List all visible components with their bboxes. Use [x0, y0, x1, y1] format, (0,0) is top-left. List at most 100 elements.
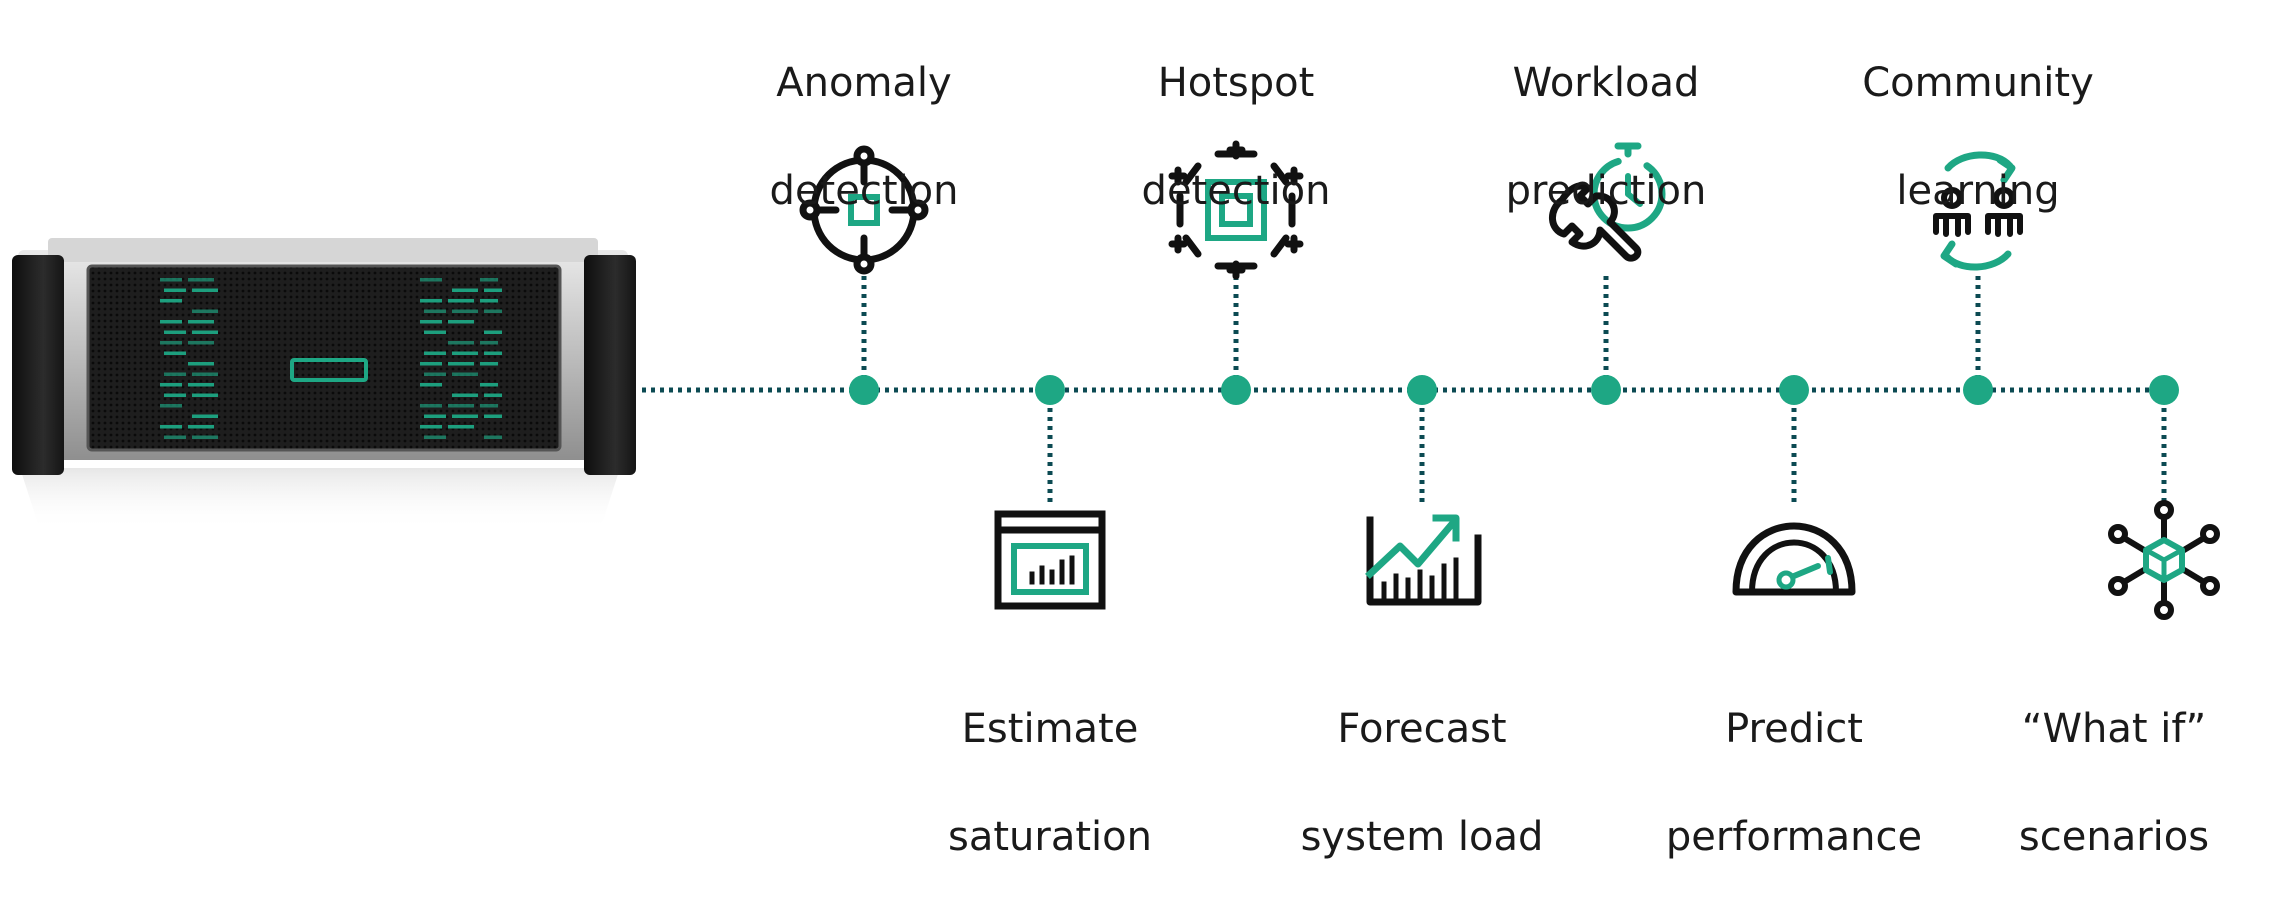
drive-led — [484, 393, 502, 397]
drive-led — [164, 288, 186, 292]
drive-led — [192, 393, 218, 397]
label-what-if-scenarios: “What if” scenarios — [1964, 648, 2264, 918]
drive-led — [452, 393, 478, 397]
device-left-ear — [12, 255, 64, 475]
drive-led — [192, 372, 218, 376]
label-line1: Predict — [1725, 706, 1863, 752]
label-anomaly-detection: Anomaly detection — [714, 2, 1014, 272]
drive-led — [160, 425, 182, 429]
drive-led — [452, 414, 478, 418]
drive-led — [192, 414, 218, 418]
drive-led — [164, 351, 186, 355]
device-right-ear — [584, 255, 636, 475]
drive-led — [484, 309, 502, 313]
drive-led — [424, 330, 446, 334]
device-reflection — [20, 468, 620, 530]
drive-led — [160, 320, 182, 324]
drive-led — [420, 362, 442, 366]
drive-led — [188, 341, 214, 345]
drive-led — [420, 278, 442, 282]
label-line1: Hotspot — [1157, 60, 1315, 106]
timeline-node — [1221, 375, 1251, 405]
brand-logo-bar — [290, 358, 368, 382]
label-line1: Forecast — [1337, 706, 1507, 752]
timeline-node — [1779, 375, 1809, 405]
drive-led — [164, 330, 186, 334]
drive-led — [420, 320, 442, 324]
drive-led — [192, 288, 218, 292]
timeline-nodes — [849, 375, 2179, 405]
storage-array-image — [12, 238, 636, 530]
drive-led — [448, 320, 474, 324]
drive-led — [188, 278, 214, 282]
timeline-node — [2149, 375, 2179, 405]
drive-led — [192, 330, 218, 334]
label-hotspot-detection: Hotspot detection — [1086, 2, 1386, 272]
timeline-node — [849, 375, 879, 405]
drive-led — [484, 435, 502, 439]
drive-led — [424, 372, 446, 376]
drive-led — [160, 404, 182, 408]
drive-led — [448, 425, 474, 429]
crosshair-icon — [799, 145, 929, 275]
drive-led — [448, 341, 474, 345]
drive-led — [480, 299, 498, 303]
label-line2: saturation — [948, 814, 1152, 860]
drive-led — [480, 404, 498, 408]
label-line1: “What if” — [2021, 706, 2207, 752]
timeline-node — [1407, 375, 1437, 405]
drive-led — [160, 278, 182, 282]
drive-led — [452, 372, 478, 376]
saturation-chart-icon — [994, 510, 1106, 610]
drive-led — [480, 341, 498, 345]
label-estimate-saturation: Estimate saturation — [900, 648, 1200, 918]
drive-led — [448, 362, 474, 366]
device-top-rail — [48, 238, 598, 262]
label-workload-prediction: Workload prediction — [1456, 2, 1756, 272]
drive-led — [420, 404, 442, 408]
drive-led — [164, 372, 186, 376]
timeline-connectors — [861, 276, 2167, 508]
drive-led — [484, 351, 502, 355]
gauge-icon — [1732, 522, 1856, 596]
drive-led — [480, 362, 498, 366]
drive-led — [452, 351, 478, 355]
wrench-stopwatch-icon — [1549, 142, 1666, 262]
drive-led-strips — [160, 278, 502, 439]
label-predict-performance: Predict performance — [1644, 648, 1944, 918]
drive-led — [480, 278, 498, 282]
label-line2: detection — [1141, 168, 1331, 214]
drive-led — [424, 351, 446, 355]
hotspot-chip-icon — [1168, 140, 1304, 280]
drive-led — [192, 435, 218, 439]
label-line2: detection — [769, 168, 959, 214]
drive-led — [160, 299, 182, 303]
label-forecast-system-load: Forecast system load — [1272, 648, 1572, 918]
label-line2: performance — [1665, 814, 1923, 860]
drive-led — [420, 425, 442, 429]
drive-led — [480, 383, 498, 387]
drive-led — [452, 288, 478, 292]
drive-led — [448, 299, 474, 303]
drive-led — [424, 435, 446, 439]
label-line1: Workload — [1512, 60, 1700, 106]
drive-led — [188, 320, 214, 324]
network-cube-icon — [2108, 500, 2220, 620]
drive-led — [448, 404, 474, 408]
drive-led — [424, 309, 446, 313]
drive-led — [452, 309, 478, 313]
label-line1: Anomaly — [776, 60, 952, 106]
drive-led — [188, 362, 214, 366]
drive-led — [164, 435, 186, 439]
drive-led — [424, 414, 446, 418]
label-community-learning: Community learning — [1828, 2, 2128, 272]
drive-led — [160, 383, 182, 387]
drive-led — [188, 425, 214, 429]
drive-led — [484, 414, 502, 418]
timeline-diagram — [12, 140, 2220, 620]
drive-led — [420, 299, 442, 303]
drive-led — [484, 288, 502, 292]
timeline-node — [1591, 375, 1621, 405]
drive-led — [192, 309, 218, 313]
community-exchange-icon — [1933, 151, 2023, 271]
